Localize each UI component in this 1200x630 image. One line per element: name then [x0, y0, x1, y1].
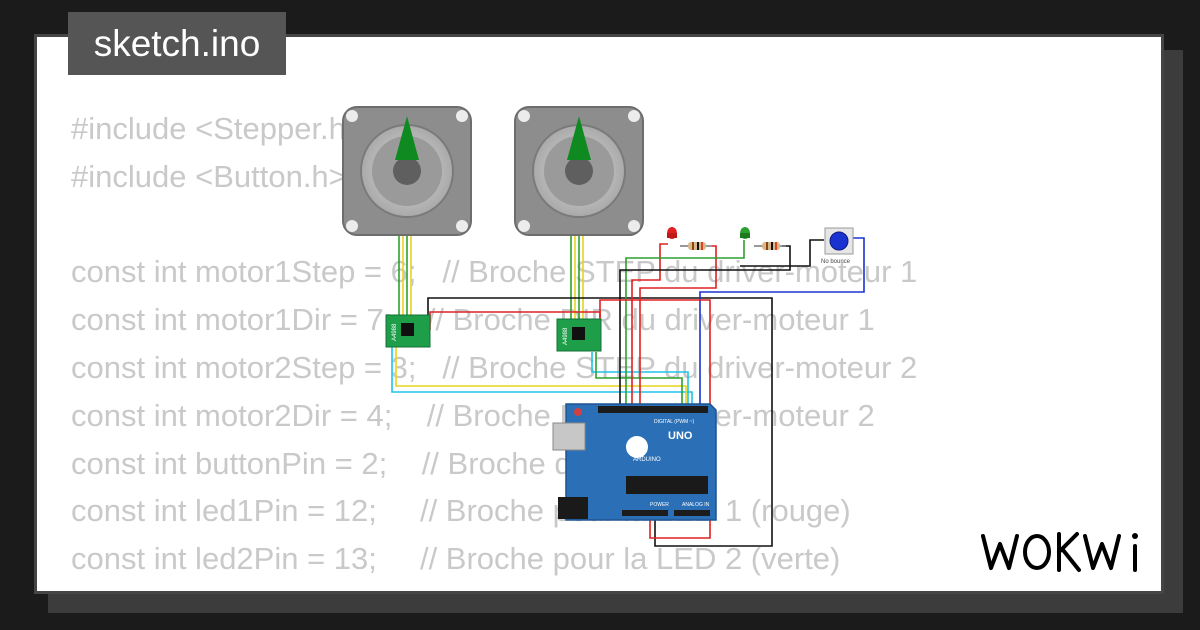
file-tab[interactable]: sketch.ino: [68, 12, 286, 75]
resistor-2: [754, 242, 786, 250]
code-line: const int motor2Step = 3; // Broche STEP…: [71, 349, 918, 385]
code-line: const int led2Pin = 13; // Broche pour l…: [71, 541, 841, 577]
wires: [391, 236, 865, 547]
driver2-label: A4988: [563, 327, 569, 345]
board-sub: ARDUINO: [633, 457, 661, 463]
code-line: #include <Button.h>: [71, 158, 347, 194]
wire-button: [699, 237, 865, 410]
board-digital: DIGITAL (PWM ~): [654, 419, 694, 425]
stepper-driver-1[interactable]: A4988: [385, 314, 431, 348]
wire-gnd-loop: [427, 297, 773, 547]
led-green[interactable]: [740, 227, 750, 239]
wokwi-logo: [981, 532, 1138, 572]
wire-led1: [631, 243, 668, 410]
wire-dir2: [595, 352, 683, 410]
wire-step1: [391, 346, 693, 410]
wire-led1-res: [639, 245, 717, 410]
pushbutton[interactable]: No bounce: [821, 227, 854, 265]
board-power: POWER: [650, 502, 669, 508]
board-brand: UNO: [668, 430, 693, 442]
code-line: const int motor1Step = 6; // Broche STEP…: [71, 254, 918, 290]
code-line: #include <Stepper.h>: [71, 111, 365, 146]
arduino-uno[interactable]: UNO ARDUINO DIGITAL (PWM ~) POWER ANALOG…: [552, 403, 717, 521]
wire-button-gnd: [740, 239, 824, 267]
led-red[interactable]: [667, 227, 677, 239]
code-listing: #include <Stepper.h> #include <Button.h> c…: [71, 105, 917, 583]
resistor-1: [680, 242, 712, 250]
stepper-motor-1[interactable]: [342, 106, 472, 236]
board-analog: ANALOG IN: [682, 502, 710, 508]
stepper-driver-2[interactable]: A4988: [556, 318, 602, 352]
button-caption: No bounce: [821, 259, 851, 265]
wire-dir1: [395, 346, 687, 410]
wire-led2-res: [619, 245, 791, 410]
driver1-label: A4988: [392, 323, 398, 341]
code-line: const int buttonPin = 2; // Broche du bo…: [71, 445, 693, 481]
wire-led2: [625, 240, 745, 410]
stepper-motor-2[interactable]: [514, 106, 644, 236]
